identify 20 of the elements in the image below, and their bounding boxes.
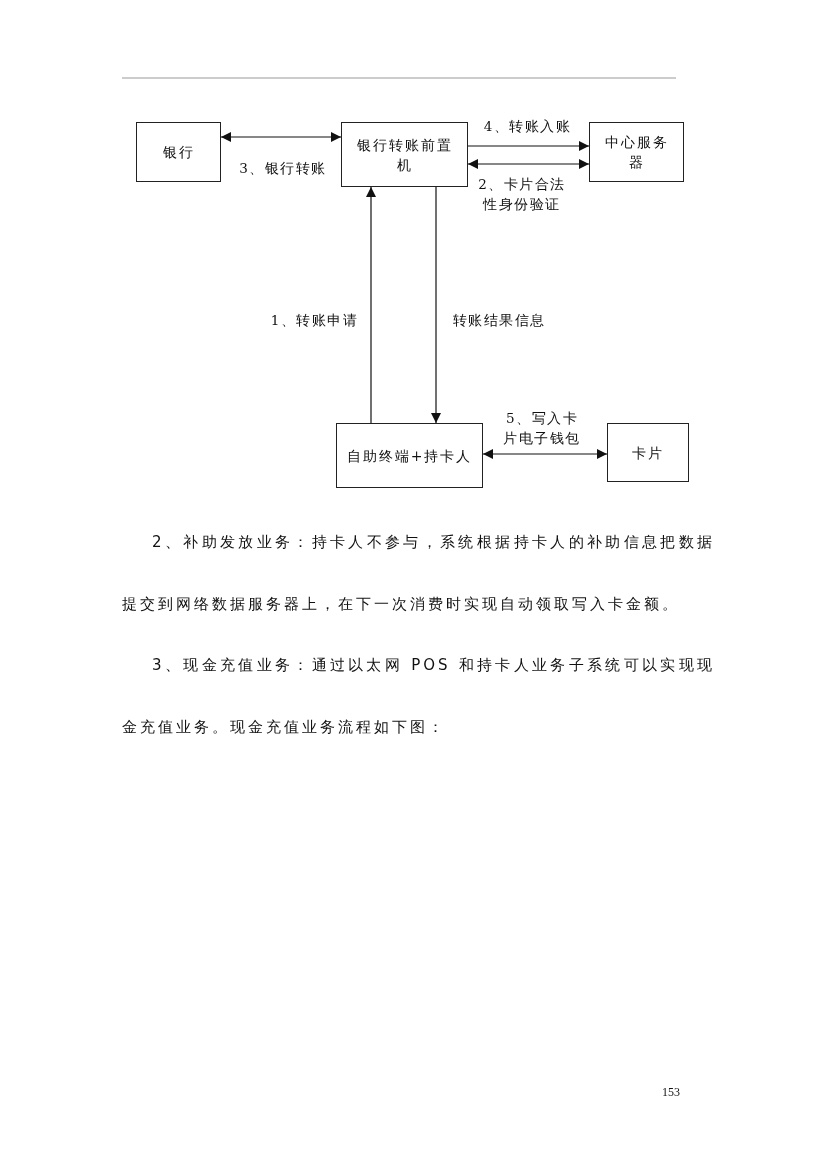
arrow [431,186,441,424]
edge-label: 3、银行转账 [238,159,328,178]
edge-label: 转账结果信息 [451,311,547,330]
page-number: 153 [661,1085,680,1100]
edge-label: 1、转账申请 [269,311,360,330]
arrow [220,132,342,142]
process-box: 中心服务器 [589,122,684,182]
process-box: 卡片 [607,423,689,482]
edge-label: 4、转账入账 [482,117,573,136]
arrow [366,186,376,424]
process-box: 银行 [136,122,221,182]
arrow [482,449,608,459]
arrow [467,141,590,151]
arrow [467,159,590,169]
paragraph: 2、补助发放业务：持卡人不参与，系统根据持卡人的补助信息把数据提交到网络数据服务器上，在下一次消费时实现自动领取写入卡金额。 [122,532,715,615]
edge-label: 5、写入卡片电子钱包 [503,409,581,448]
process-box: 银行转账前置机 [341,122,468,187]
process-box: 自助终端+持卡人 [336,423,483,488]
paragraph: 3、现金充值业务：通过以太网 POS 和持卡人业务子系统可以实现现金充值业务。现金充值业务流程如下图： [122,655,715,738]
edge-label: 2、卡片合法性身份验证 [477,175,567,214]
